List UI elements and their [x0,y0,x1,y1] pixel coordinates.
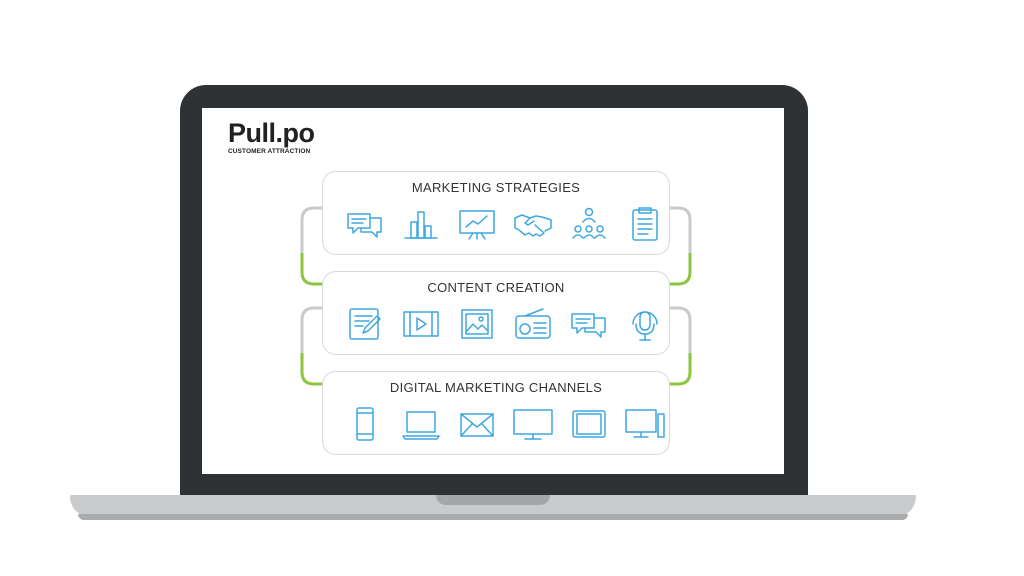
marketing-flow-diagram: MARKETING STRATEGIES [202,108,784,474]
presentation-board-icon [459,210,495,240]
podcast-microphone-icon [632,311,658,341]
image-picture-icon [461,309,493,339]
document-edit-icon [349,308,381,340]
laptop-icon [402,411,440,440]
connector-left-2 [300,306,322,353]
laptop-notch [436,495,550,505]
panel-title: CONTENT CREATION [427,280,565,295]
chat-bubbles-icon [571,313,606,338]
arrow-right-2 [644,353,692,392]
team-hierarchy-icon [572,207,606,239]
email-envelope-icon [460,413,494,437]
video-film-icon [403,311,439,337]
clipboard-checklist-icon [632,207,658,241]
laptop-base-shadow [78,514,908,520]
smartphone-icon [356,407,374,441]
connector-right-1 [670,206,692,253]
panel-title: DIGITAL MARKETING CHANNELS [389,380,603,395]
laptop-base [70,495,916,517]
panel-digital-marketing-channels: DIGITAL MARKETING CHANNELS [322,371,670,455]
desktop-computer-icon [625,409,665,438]
connector-left-1 [300,206,322,253]
arrow-left-2 [300,353,348,392]
bar-chart-icon [404,211,438,239]
brand-tagline: CUSTOMER ATTRACTION [228,148,311,155]
monitor-icon [513,409,553,440]
arrow-left-1 [300,253,348,292]
handshake-icon [514,214,552,237]
panel-title: MARKETING STRATEGIES [411,180,581,195]
brand-name: Pull.po [228,118,315,148]
panel-content-creation: CONTENT CREATION [322,271,670,355]
connector-right-2 [670,306,692,353]
brand-logo: Pull.po CUSTOMER ATTRACTION [228,119,315,155]
arrow-right-1 [644,253,692,292]
laptop-screen: Pull.po CUSTOMER ATTRACTION MARKETI [202,108,784,474]
radio-icon [515,308,551,339]
tablet-icon [572,410,606,438]
chat-bubbles-icon [347,213,382,238]
panel-marketing-strategies: MARKETING STRATEGIES [322,171,670,255]
flow-connectors [300,206,692,392]
